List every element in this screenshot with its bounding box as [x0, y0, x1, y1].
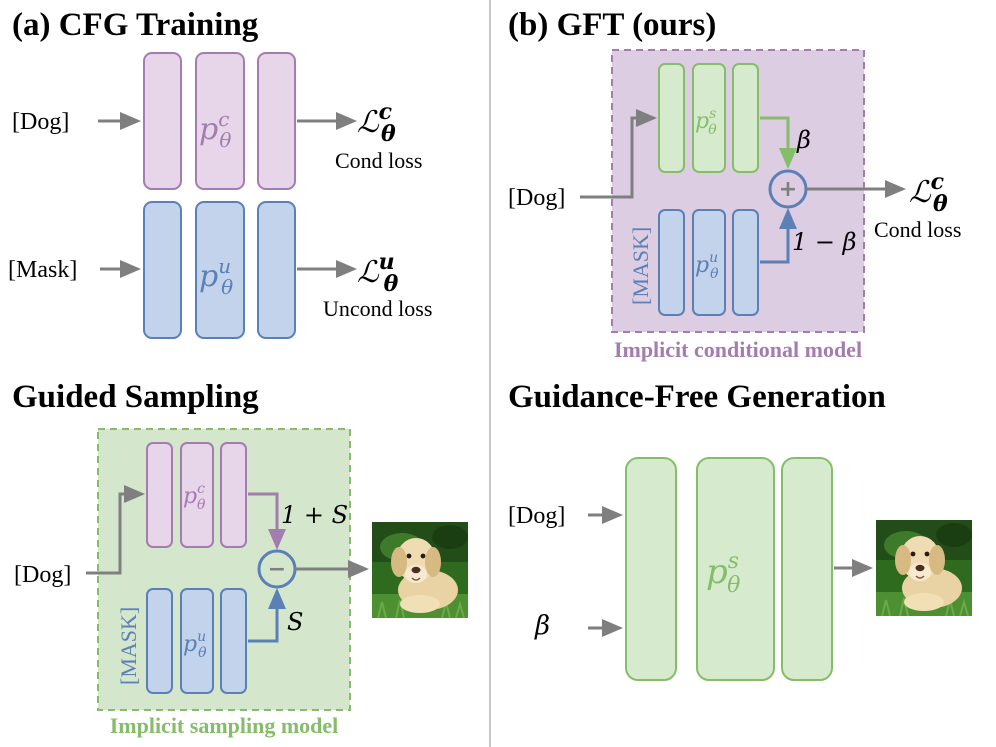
guided-sampling-title: Guided Sampling — [12, 379, 259, 415]
gs-uncond-model-block — [146, 588, 247, 694]
gs-mask-label: [MASK] — [116, 607, 141, 685]
gfg-beta-label: β — [534, 611, 550, 641]
gft-beta-label: β — [796, 126, 811, 154]
uncond-model-block — [143, 201, 296, 339]
implicit-sampling-model-caption: Implicit sampling model — [110, 713, 339, 738]
gft-input-label: [Dog] — [508, 185, 565, 211]
gft-beta-arrow — [760, 116, 797, 169]
uncond-input-label: [Mask] — [8, 257, 77, 283]
gft-input-arrow — [580, 109, 657, 199]
gft-title: (b) GFT (ours) — [508, 7, 716, 43]
gfg-prompt-label: [Dog] — [508, 503, 565, 529]
gs-uncond-weight-arrow — [248, 588, 286, 643]
gft-mask-label: [MASK] — [628, 227, 653, 305]
gft-one-minus-beta-label: 1 − β — [792, 228, 857, 256]
cond-loss-label: Cond loss — [335, 148, 422, 173]
gs-input-arrow — [86, 485, 145, 575]
guidance-free-title: Guidance-Free Generation — [508, 379, 886, 415]
gft-one-minus-beta-arrow — [760, 208, 797, 264]
cfg-training-title: (a) CFG Training — [12, 7, 259, 43]
dog-photo-icon — [875, 519, 973, 617]
gs-cond-weight-arrow — [248, 492, 286, 550]
gs-minus-icon: − — [268, 557, 286, 582]
gfg-model-block — [625, 457, 833, 681]
gs-cond-model-block — [146, 442, 247, 548]
cond-input-label: [Dog] — [12, 109, 69, 135]
gs-uncond-weight-label: S — [287, 608, 303, 636]
gs-cond-weight-label: 1 + S — [281, 501, 348, 529]
dog-photo-icon — [371, 521, 469, 619]
gs-input-label: [Dog] — [14, 562, 71, 588]
gft-plus-icon: + — [779, 177, 797, 202]
implicit-conditional-model-caption: Implicit conditional model — [614, 337, 862, 362]
gft-sampling-model-block — [658, 63, 759, 173]
uncond-loss-label: Uncond loss — [323, 296, 432, 321]
cond-model-block — [143, 52, 296, 190]
gft-loss-label: Cond loss — [874, 217, 961, 242]
gft-uncond-model-block — [658, 209, 759, 316]
